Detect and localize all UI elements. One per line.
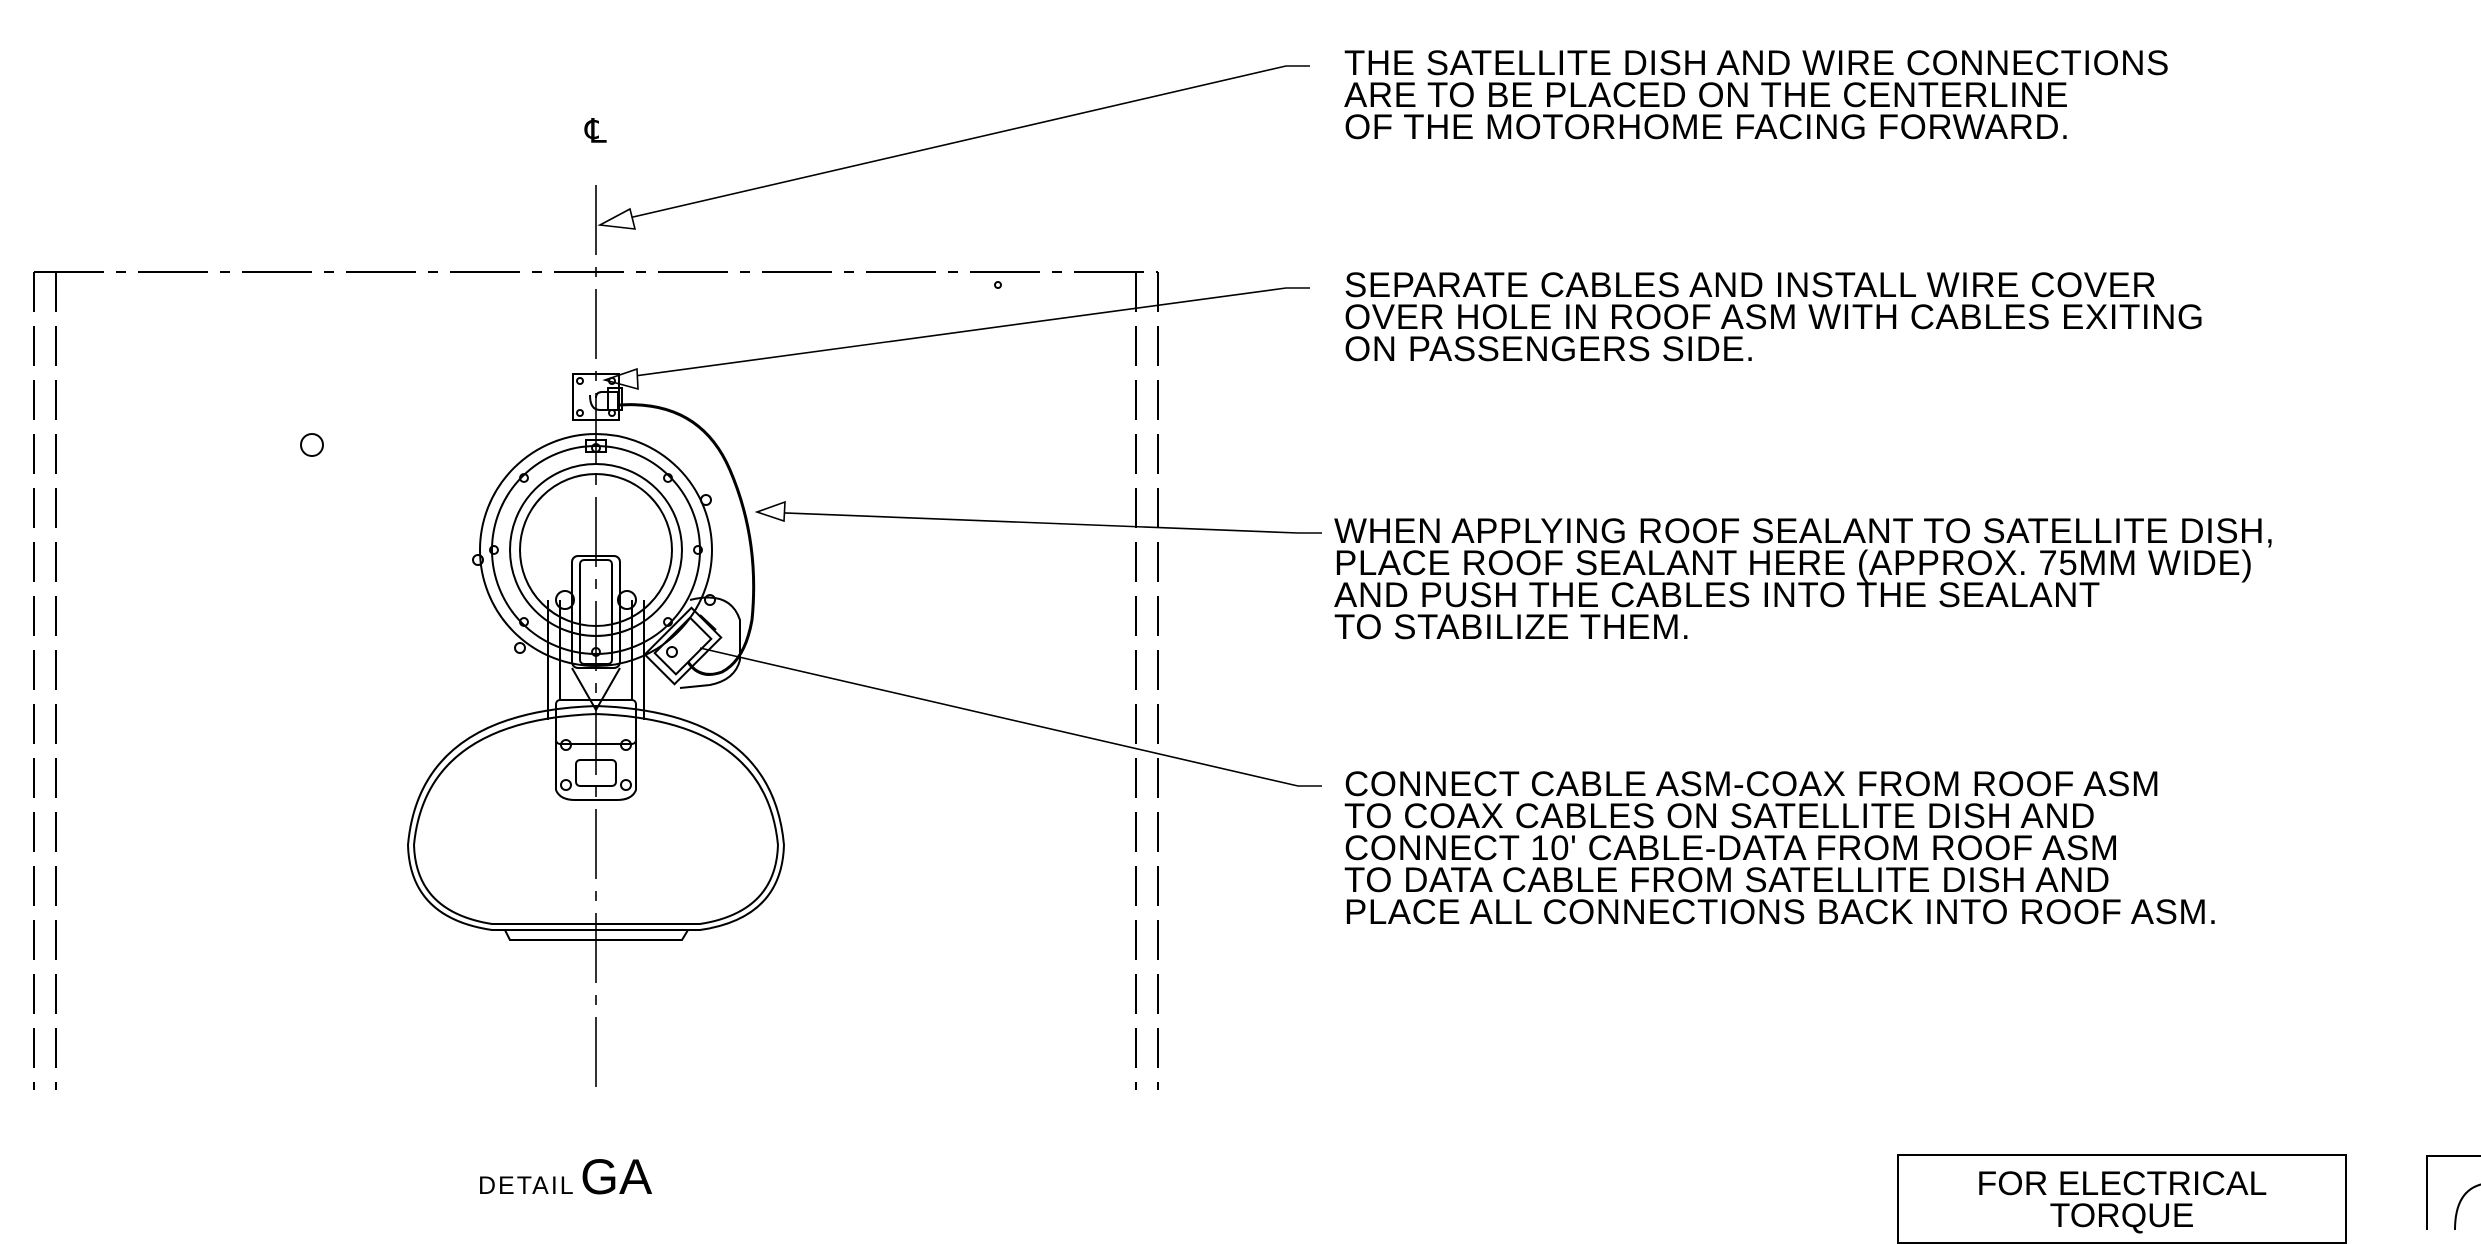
detail-word: DETAIL bbox=[478, 1161, 576, 1202]
torque-line: TORQUE bbox=[2049, 1197, 2195, 1235]
note-line: SEPARATE CABLES AND INSTALL WIRE COVER bbox=[1344, 266, 2158, 305]
wire-cover-plate bbox=[572, 373, 623, 421]
dish-arm bbox=[547, 555, 645, 745]
dish-reflector bbox=[406, 704, 786, 941]
detail-label: DETAIL GA bbox=[478, 1148, 652, 1206]
note-line: AND PUSH THE CABLES INTO THE SEALANT bbox=[1334, 576, 2101, 615]
note-line: ON PASSENGERS SIDE. bbox=[1344, 330, 1756, 369]
note-line: CONNECT CABLE ASM-COAX FROM ROOF ASM bbox=[1344, 765, 2161, 804]
note-line: OVER HOLE IN ROOF ASM WITH CABLES EXITIN… bbox=[1344, 298, 2205, 337]
roof-vent-dot bbox=[994, 281, 1002, 289]
detail-id: GA bbox=[580, 1149, 653, 1205]
feed-mount bbox=[555, 730, 637, 801]
note-line: WHEN APPLYING ROOF SEALANT TO SATELLITE … bbox=[1334, 512, 2276, 551]
torque-line: FOR ELECTRICAL bbox=[1976, 1165, 2268, 1203]
title-block-corner bbox=[2426, 1155, 2481, 1230]
note-line: PLACE ALL CONNECTIONS BACK INTO ROOF ASM… bbox=[1344, 893, 2219, 932]
note-line: TO DATA CABLE FROM SATELLITE DISH AND bbox=[1344, 861, 2111, 900]
connector-box bbox=[643, 606, 723, 686]
note-line: TO STABILIZE THEM. bbox=[1334, 608, 1692, 647]
leader-lines bbox=[597, 65, 1322, 787]
note-wire-cover: SEPARATE CABLES AND INSTALL WIRE COVER O… bbox=[1344, 266, 2205, 369]
note-centerline: THE SATELLITE DISH AND WIRE CONNECTIONS … bbox=[1344, 44, 2170, 147]
dish-base-mount bbox=[472, 433, 741, 689]
centerline-symbol: ℄ bbox=[585, 113, 607, 151]
note-line: PLACE ROOF SEALANT HERE (APPROX. 75MM WI… bbox=[1334, 544, 2254, 583]
note-roof-sealant: WHEN APPLYING ROOF SEALANT TO SATELLITE … bbox=[1334, 512, 2276, 647]
note-line: ARE TO BE PLACED ON THE CENTERLINE bbox=[1344, 76, 2069, 115]
roof-hole bbox=[300, 433, 324, 457]
note-line: OF THE MOTORHOME FACING FORWARD. bbox=[1344, 108, 2071, 147]
note-line: THE SATELLITE DISH AND WIRE CONNECTIONS bbox=[1344, 44, 2170, 83]
note-line: TO COAX CABLES ON SATELLITE DISH AND bbox=[1344, 797, 2096, 836]
cable-loop bbox=[619, 403, 756, 676]
torque-note-box: FOR ELECTRICAL TORQUE bbox=[1897, 1154, 2347, 1244]
note-cable-connections: CONNECT CABLE ASM-COAX FROM ROOF ASM TO … bbox=[1344, 765, 2219, 932]
roof-side-lines bbox=[33, 272, 1159, 1090]
note-line: CONNECT 10' CABLE-DATA FROM ROOF ASM bbox=[1344, 829, 2120, 868]
